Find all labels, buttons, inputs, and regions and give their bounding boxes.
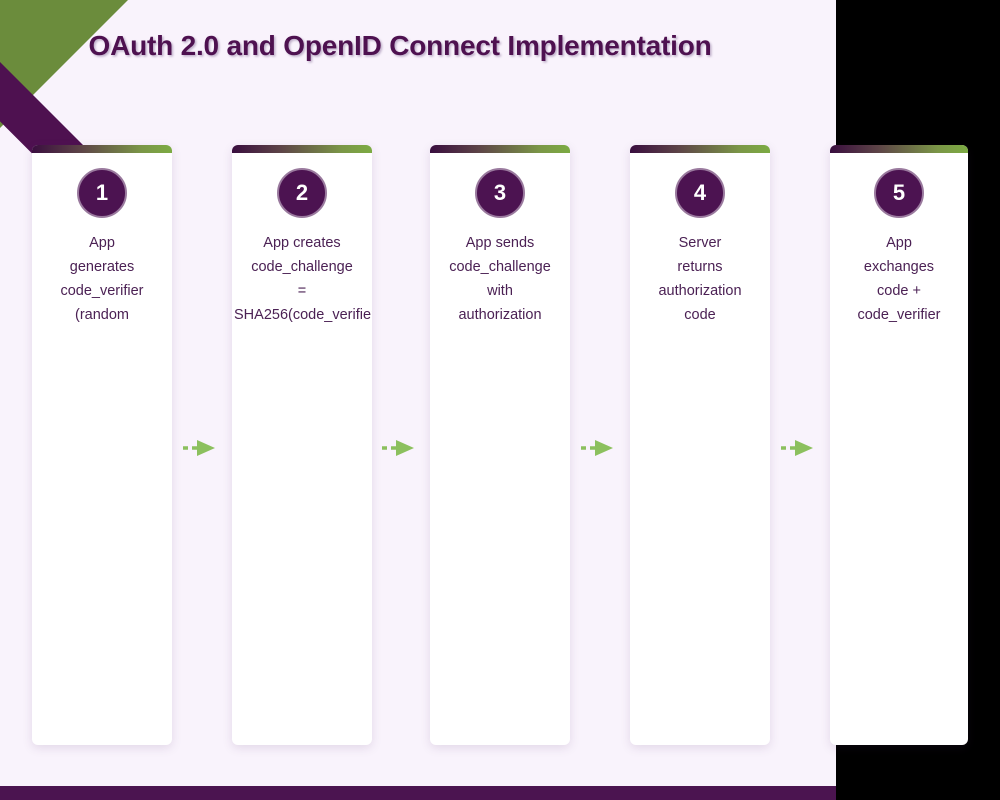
step-description: App generates code_verifier (random	[60, 235, 144, 323]
card-accent-bar	[630, 145, 770, 153]
step-number-badge: 5	[874, 168, 924, 218]
bottom-accent-bar	[0, 786, 836, 800]
step-description: App sends code_challenge with authorizat…	[449, 235, 551, 323]
step-number-badge: 1	[77, 168, 127, 218]
step-description: Server returns authorization code	[658, 235, 742, 323]
step-card-1[interactable]: 1 App generates code_verifier (random	[32, 145, 172, 745]
card-accent-bar	[32, 145, 172, 153]
step-description: App creates code_challenge = SHA256(code…	[234, 235, 372, 323]
page-title: OAuth 2.0 and OpenID Connect Implementat…	[88, 30, 712, 61]
step-card-4[interactable]: 4 Server returns authorization code	[630, 145, 770, 745]
slide-canvas: OAuth 2.0 and OpenID Connect Implementat…	[0, 0, 968, 800]
card-accent-bar	[830, 145, 968, 153]
flow-arrow-icon	[382, 440, 414, 456]
step-card-5[interactable]: 5 App exchanges code + code_verifier	[830, 145, 968, 745]
card-accent-bar	[232, 145, 372, 153]
step-number-badge: 2	[277, 168, 327, 218]
step-card-2[interactable]: 2 App creates code_challenge = SHA256(co…	[232, 145, 372, 745]
step-number-badge: 3	[475, 168, 525, 218]
step-card-3[interactable]: 3 App sends code_challenge with authoriz…	[430, 145, 570, 745]
flow-arrow-icon	[781, 440, 813, 456]
step-number-badge: 4	[675, 168, 725, 218]
flow-arrow-icon	[581, 440, 613, 456]
step-description: App exchanges code + code_verifier	[857, 235, 941, 323]
card-accent-bar	[430, 145, 570, 153]
flow-arrow-icon	[183, 440, 215, 456]
